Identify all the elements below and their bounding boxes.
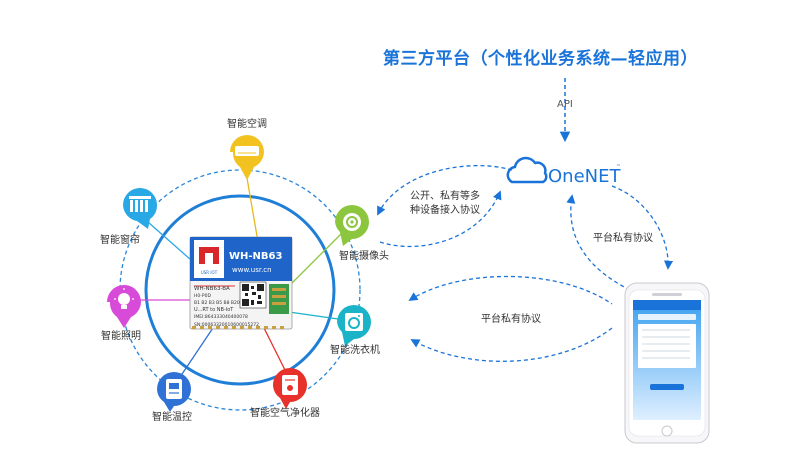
module-bands: B1 B2 B3 B5 B8 B20 <box>194 300 240 306</box>
onenet-logo[interactable]: OneNET ™ <box>506 156 622 187</box>
protocol-left-line1: 公开、私有等多 <box>410 191 480 202</box>
protocol-bottom-label: 平台私有协议 <box>481 314 541 325</box>
device-washer[interactable]: 智能洗衣机 <box>330 305 380 356</box>
module-hw: H0-P0D <box>194 293 211 299</box>
phone-to-onenet-curve <box>566 194 631 291</box>
phone-to-module-curve <box>410 327 613 362</box>
outer-dashed-circle <box>119 169 361 411</box>
device-ac[interactable]: 智能空调 <box>227 117 267 180</box>
smartphone[interactable] <box>624 282 710 444</box>
device-lighting[interactable]: 智能照明 <box>101 285 141 342</box>
device-thermostat-label: 智能温控 <box>152 410 192 423</box>
module-brand: USR IOT <box>201 270 218 275</box>
device-washer-label: 智能洗衣机 <box>330 343 380 356</box>
nb-iot-module: USR IOT WH-NB63 www.usr.cn WH-NB63-BA H0… <box>189 236 293 330</box>
module-desc: U...RT to NB-IoT <box>194 307 234 313</box>
device-curtain-label: 智能窗帘 <box>100 233 140 246</box>
onenet-name: OneNET <box>548 166 621 187</box>
protocol-left-line2: 种设备接入协议 <box>410 205 480 216</box>
module-part: WH-NB63-BA <box>194 286 230 292</box>
device-camera[interactable]: 智能摄像头 <box>335 205 389 262</box>
camera-icon <box>343 213 361 231</box>
curtain-icon <box>129 196 151 212</box>
device-ac-label: 智能空调 <box>227 117 267 130</box>
onenet-to-phone-curve <box>611 185 674 270</box>
onenet-tm: ™ <box>616 164 621 170</box>
device-thermostat[interactable]: 智能温控 <box>152 372 192 423</box>
device-purifier-label: 智能空气净化器 <box>250 406 320 419</box>
purifier-icon <box>282 375 298 395</box>
qr-code <box>239 281 267 309</box>
device-curtain[interactable]: 智能窗帘 <box>100 188 158 246</box>
module-to-onenet-curve <box>377 164 513 216</box>
ac-icon <box>235 146 259 156</box>
module-model: WH-NB63 <box>229 251 282 262</box>
phone-home-button[interactable] <box>661 425 673 437</box>
module-to-phone-curve <box>408 275 613 305</box>
antenna-pad <box>269 284 289 314</box>
washer-icon <box>345 313 363 331</box>
device-camera-label: 智能摄像头 <box>339 249 389 262</box>
module-imei: IMEI:864333040400078 <box>194 314 248 320</box>
cloud-icon <box>506 156 548 184</box>
page-title: 第三方平台（个性化业务系统—轻应用） <box>383 49 698 69</box>
onenet-to-module-curve <box>379 190 502 248</box>
module-url: www.usr.cn <box>232 266 272 274</box>
device-lighting-label: 智能照明 <box>101 329 141 342</box>
device-purifier[interactable]: 智能空气净化器 <box>250 368 320 419</box>
protocol-right-label: 平台私有协议 <box>593 233 653 244</box>
bulb-icon <box>114 288 134 309</box>
module-sn: SN:00063320010600015272 <box>194 322 259 328</box>
thermostat-icon <box>166 379 182 399</box>
api-label: API <box>557 99 573 110</box>
